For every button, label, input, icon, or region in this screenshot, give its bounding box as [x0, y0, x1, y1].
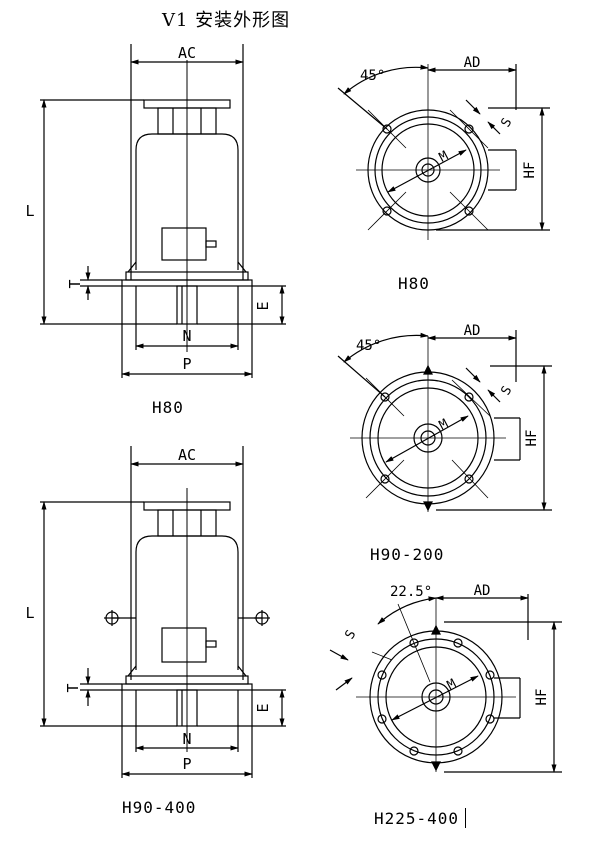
h225-top-ad-label: AD	[474, 583, 491, 599]
top-view-h90-200	[337, 330, 552, 512]
h225-top-angle: 22.5°	[390, 584, 432, 600]
caption-h90-400-side: H90-400	[122, 798, 197, 817]
h90-side-p-label: P	[182, 755, 191, 773]
h80-top-s-label: S	[498, 116, 515, 130]
h80-side-ac-label: AC	[178, 44, 196, 62]
h90-side-l-label: L	[25, 604, 34, 622]
h90-side-n-label: N	[182, 730, 191, 748]
h225-top-s-label: S	[342, 628, 359, 642]
caption-h225-400-top: H225-400	[374, 808, 467, 828]
h80-side-t-label: T	[66, 279, 84, 288]
side-view-h90-400	[40, 446, 286, 778]
h225-top-hf-label: HF	[534, 689, 550, 706]
diagram-title: V1 安装外形图	[162, 10, 291, 31]
h80-top-m-label: M	[437, 149, 451, 166]
h90-side-t-label: T	[64, 683, 82, 692]
top-view-h80	[337, 64, 550, 240]
h80-side-n-label: N	[182, 327, 191, 345]
h90-200-top-m-label: M	[437, 417, 451, 434]
side-view-h80	[40, 44, 286, 378]
h80-side-l-label: L	[25, 202, 34, 220]
caption-h80-side: H80	[152, 398, 184, 417]
h80-side-e-label: E	[254, 301, 272, 310]
caption-h80-top: H80	[398, 274, 430, 293]
h225-top-m-label: M	[445, 677, 459, 694]
h90-200-top-ad-label: AD	[464, 323, 481, 339]
h90-side-ac-label: AC	[178, 446, 196, 464]
top-view-h225-400	[329, 594, 562, 773]
h80-top-hf-label: HF	[522, 162, 538, 179]
caption-h90-200-top: H90-200	[370, 545, 445, 564]
caption-h225-400-text: H225-400	[374, 809, 460, 828]
h90-200-top-hf-label: HF	[524, 430, 540, 447]
h80-top-ad-label: AD	[464, 55, 481, 71]
h80-top-angle: 45°	[360, 68, 385, 84]
h90-200-top-angle: 45°	[356, 338, 381, 354]
text-cursor	[465, 808, 467, 828]
h90-side-e-label: E	[254, 703, 272, 712]
h90-200-top-s-label: S	[498, 384, 515, 398]
h80-side-p-label: P	[182, 355, 191, 373]
